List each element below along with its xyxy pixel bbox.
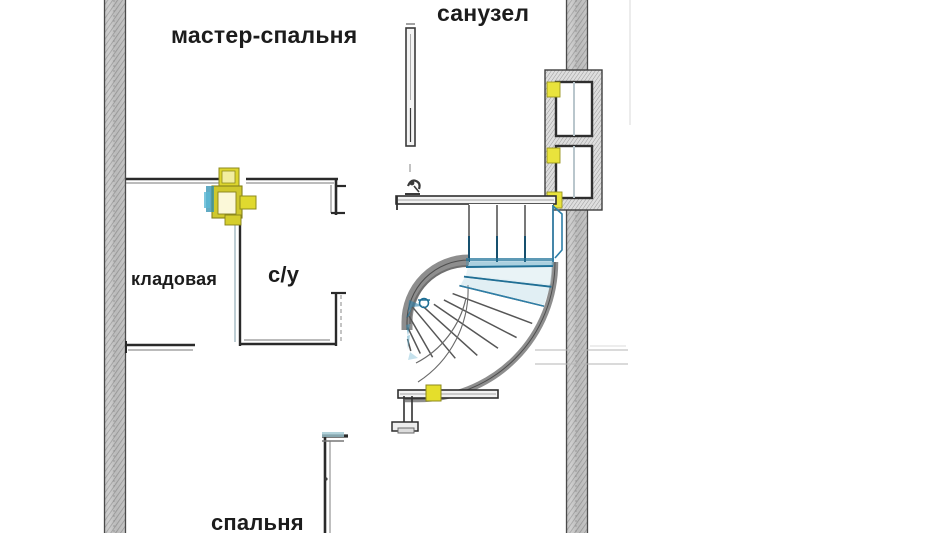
door-marker-stair-bottom	[425, 384, 442, 402]
plumbing-fixture-wc	[204, 167, 257, 226]
room-label-wc: с/у	[268, 262, 300, 287]
room-label-master-bedroom: мастер-спальня	[171, 22, 358, 48]
stair-straight-treads	[468, 204, 554, 264]
wall-niche-bumpout	[544, 69, 603, 211]
room-label-storage: кладовая	[131, 269, 218, 289]
left-exterior-wall	[103, 0, 127, 533]
stair-highlight-treads	[459, 262, 554, 307]
partition-wall-bottom	[322, 432, 348, 533]
stair-direction-glyph	[405, 179, 421, 195]
door-marker-niche-bottom	[546, 147, 561, 164]
dimension-lines	[535, 345, 628, 365]
room-label-bathroom: санузел	[437, 0, 530, 26]
stair-lower-blue-treads	[406, 297, 430, 360]
door-marker-niche-top	[546, 81, 561, 98]
room-label-bedroom: спальня	[211, 510, 304, 535]
storage-bottom-wall	[125, 341, 195, 353]
stair-bottom-wall	[391, 389, 499, 434]
partition-wall-top	[405, 23, 416, 147]
